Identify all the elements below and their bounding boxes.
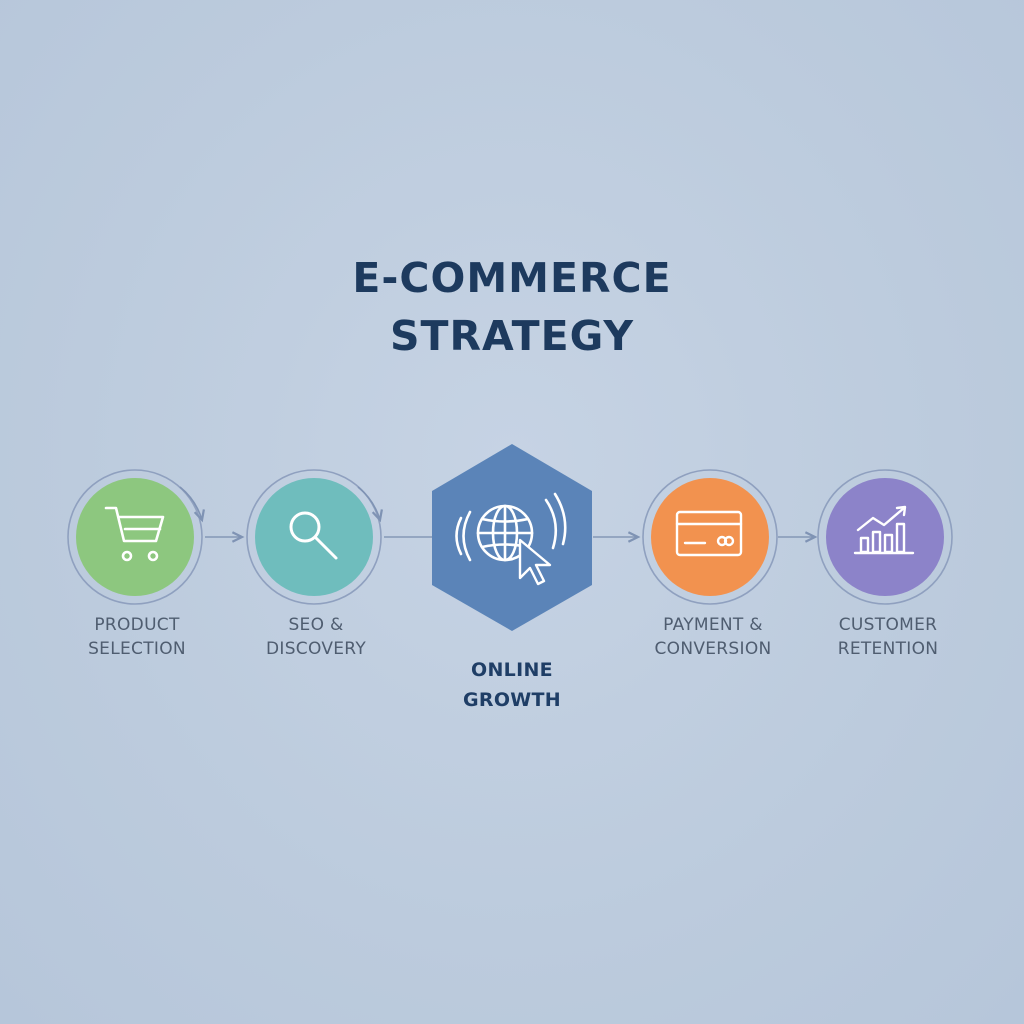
step-label-product-selection: PRODUCT SELECTION — [47, 613, 227, 661]
outer-ring — [67, 469, 203, 605]
step-hexagon — [432, 444, 592, 631]
step-product-selection — [67, 469, 205, 605]
ring-arrow — [357, 486, 383, 523]
step-label-customer-retention: CUSTOMER RETENTION — [798, 613, 978, 661]
step-label-line: CUSTOMER — [838, 615, 938, 635]
ring-arrow — [179, 486, 205, 523]
outer-ring — [642, 469, 778, 605]
cursor-icon — [518, 538, 552, 586]
step-label-line: RETENTION — [837, 639, 939, 659]
step-label-online-growth: ONLINE GROWTH — [422, 655, 602, 715]
step-circle — [76, 478, 194, 596]
step-label-payment-conversion: PAYMENT & CONVERSION — [623, 613, 803, 661]
growth-chart-icon — [853, 505, 915, 555]
step-online-growth — [432, 444, 592, 631]
step-label-line: PAYMENT & — [663, 615, 763, 635]
title-line-1: E-COMMERCE — [352, 254, 672, 302]
step-label-line: GROWTH — [463, 689, 561, 711]
step-seo-discovery — [246, 469, 383, 605]
step-payment-conversion — [642, 469, 778, 605]
credit-card-icon — [675, 510, 743, 557]
shopping-cart-icon — [104, 506, 165, 562]
outer-ring — [246, 469, 382, 605]
magnifying-glass-icon — [289, 511, 338, 560]
step-circle — [651, 478, 769, 596]
outer-ring — [817, 469, 953, 605]
step-label-line: SEO & — [288, 615, 344, 635]
step-customer-retention — [817, 469, 953, 605]
step-label-line: DISCOVERY — [265, 639, 367, 659]
globe-cursor-icon — [455, 492, 567, 562]
step-label-line: SELECTION — [88, 639, 186, 659]
step-label-line: PRODUCT — [94, 615, 180, 635]
title-line-2: STRATEGY — [389, 312, 635, 360]
step-label-seo-discovery: SEO & DISCOVERY — [226, 613, 406, 661]
step-label-line: ONLINE — [471, 659, 553, 681]
step-label-line: CONVERSION — [654, 639, 772, 659]
